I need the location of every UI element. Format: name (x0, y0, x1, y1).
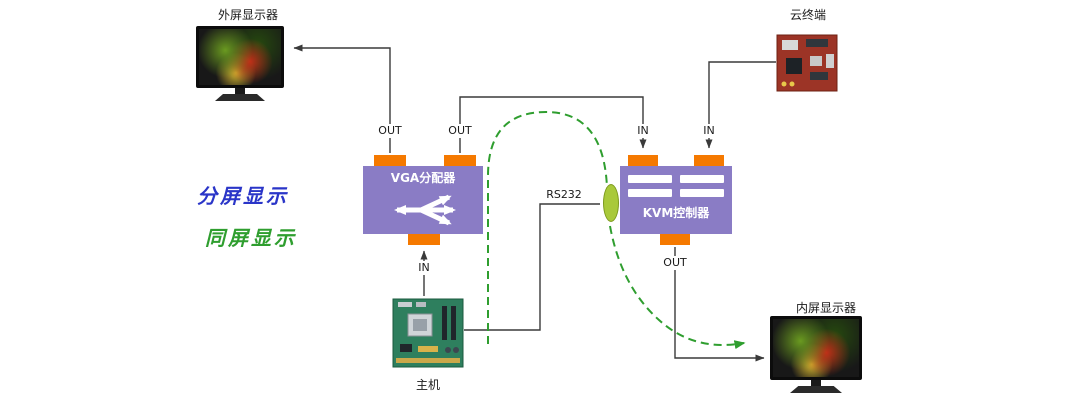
dashed-route-same-screen-up (487, 110, 608, 344)
kvm-vent-bar (680, 175, 724, 183)
monitor-icon (196, 26, 284, 88)
kvm-out-port-label: OUT (653, 256, 697, 270)
host (392, 298, 464, 372)
vga-out-left-port-label: OUT (368, 124, 412, 138)
pcb-board-icon (776, 34, 838, 92)
kvm-in-left-port-label: IN (621, 124, 665, 138)
split-screen-annotation: 分屏显示 (197, 184, 289, 208)
vga-in-port-label: IN (402, 261, 446, 275)
kvm-vent-bar (628, 175, 672, 183)
monitor-stand-base (215, 94, 265, 101)
kvm-controller-box: KVM控制器 (620, 166, 732, 234)
split-arrows-icon (394, 194, 456, 226)
same-screen-annotation: 同屏显示 (205, 226, 297, 250)
vga-out-left-connector (374, 155, 406, 166)
cloud-terminal-label: 云终端 (789, 8, 826, 22)
monitor-screen-image (773, 319, 859, 377)
monitor-icon (770, 316, 862, 380)
kvm-out-connector (660, 234, 690, 245)
kvm-controller-title: KVM控制器 (642, 206, 710, 220)
vga-out-right-port-label: OUT (438, 124, 482, 138)
vga-in-connector (408, 234, 440, 245)
kvm-in-right-port-label: IN (687, 124, 731, 138)
monitor-stand-neck (235, 88, 245, 94)
vga-splitter-title: VGA分配器 (390, 171, 456, 185)
kvm-vent-bar (628, 189, 672, 197)
internal-monitor (770, 316, 862, 393)
rs232-port-icon (603, 184, 619, 222)
external-monitor (196, 26, 284, 101)
cloud-terminal (776, 34, 838, 96)
internal-monitor-label: 内屏显示器 (795, 301, 856, 315)
monitor-stand-base (790, 386, 842, 393)
vga-out-right-connector (444, 155, 476, 166)
kvm-in-right-connector (694, 155, 724, 166)
kvm-vent-bar (680, 189, 724, 197)
monitor-screen-image (199, 29, 281, 85)
monitor-stand-neck (811, 380, 821, 386)
line-vga-out-right-to-kvm-in-left (459, 96, 647, 153)
line-rs232-host-to-kvm (464, 203, 600, 331)
motherboard-icon (392, 298, 464, 368)
external-monitor-label: 外屏显示器 (217, 8, 278, 22)
host-label: 主机 (415, 378, 440, 392)
rs232-label: RS232 (536, 188, 592, 202)
vga-splitter-box: VGA分配器 (363, 166, 483, 234)
kvm-in-left-connector (628, 155, 658, 166)
